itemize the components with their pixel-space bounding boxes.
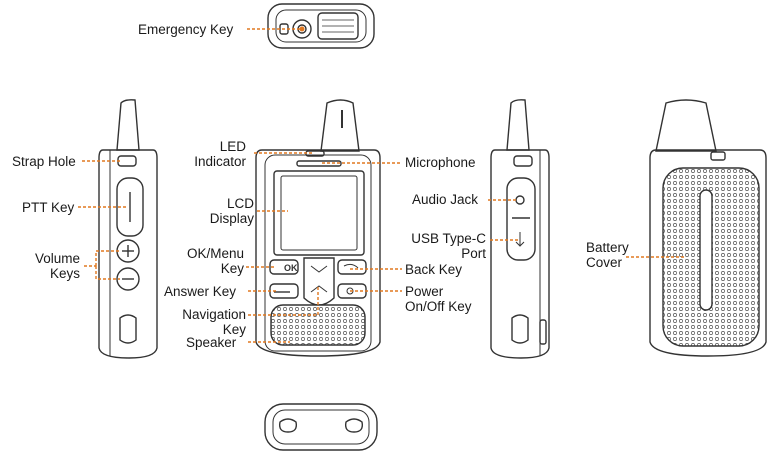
label-back-key: Back Key xyxy=(405,262,463,277)
label-lcd-display: LCD Display xyxy=(209,196,254,226)
label-navigation-key: Navigation Key xyxy=(182,307,246,337)
label-ptt-key: PTT Key xyxy=(22,200,75,215)
right-side-view xyxy=(490,99,550,359)
right-side-leaders xyxy=(488,199,520,241)
label-power-key: Power On/Off Key xyxy=(405,284,472,314)
label-ok-menu-key: OK/Menu Key xyxy=(186,246,244,276)
label-answer-key: Answer Key xyxy=(164,284,237,299)
label-speaker: Speaker xyxy=(186,335,237,350)
front-view xyxy=(255,99,381,357)
label-microphone: Microphone xyxy=(405,155,476,170)
label-volume-keys: Volume Keys xyxy=(34,251,80,281)
left-side-view xyxy=(98,99,158,359)
left-side-leaders xyxy=(78,160,128,280)
bottom-view xyxy=(264,403,378,451)
label-usb-port: USB Type-C Port xyxy=(411,231,486,261)
top-view xyxy=(267,3,375,49)
label-audio-jack: Audio Jack xyxy=(412,192,479,207)
label-emergency-key: Emergency Key xyxy=(138,22,234,37)
label-battery-cover: Battery Cover xyxy=(586,240,629,270)
emergency-key-leader xyxy=(247,26,305,32)
label-led-indicator: LED Indicator xyxy=(194,139,246,169)
back-view xyxy=(649,99,767,357)
ok-key-glyph: OK xyxy=(284,263,298,273)
front-view-leaders xyxy=(246,152,402,343)
label-strap-hole: Strap Hole xyxy=(12,154,76,169)
